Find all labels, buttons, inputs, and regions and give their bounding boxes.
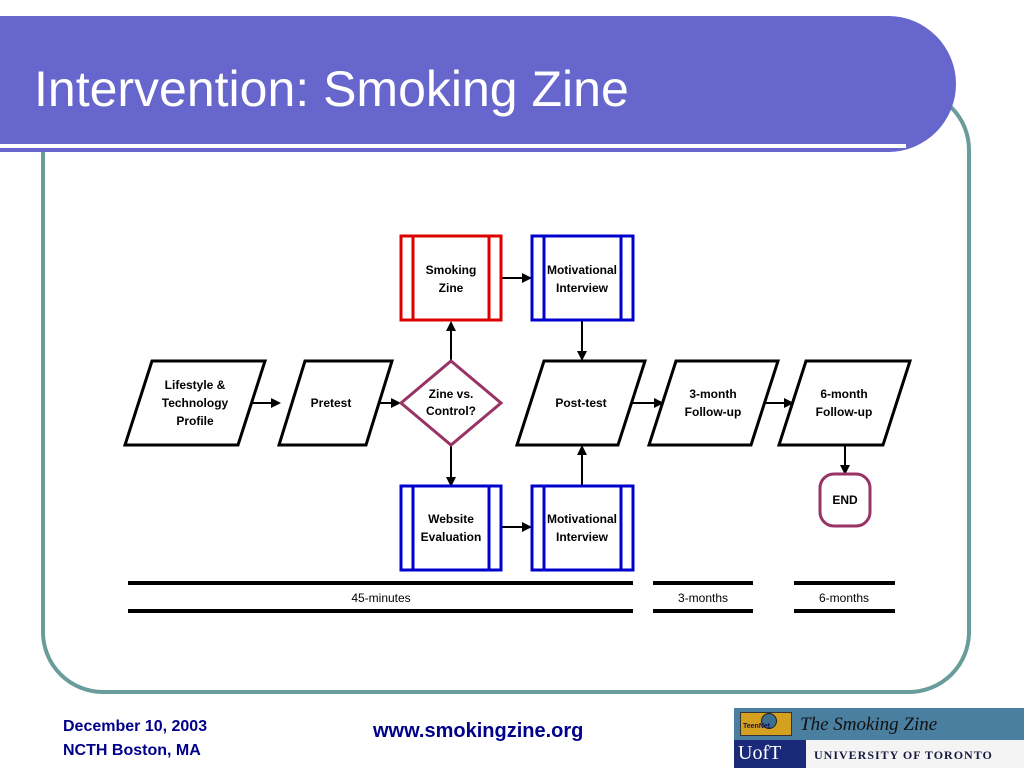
node-decision-line-1: Zine vs. [429, 387, 474, 401]
timeline-label-6-months: 6-months [819, 591, 869, 605]
node-lifestyle-line-3: Profile [176, 414, 214, 428]
node-zine-vs-control-decision: Zine vs. Control? [398, 359, 504, 447]
node-6-month-line-1: 6-month [820, 387, 867, 401]
node-website-line-1: Website [428, 512, 474, 526]
logo-top-band: TeenNet The Smoking Zine [734, 708, 1024, 740]
node-website-evaluation: Website Evaluation [399, 484, 503, 572]
node-pretest: Pretest [276, 359, 395, 447]
node-3-month-line-1: 3-month [689, 387, 736, 401]
logo-bottom-band: UofT UNIVERSITY OF TORONTO [734, 740, 1024, 768]
timeline-label-3-months: 3-months [678, 591, 728, 605]
teennet-badge: TeenNet [740, 712, 792, 736]
uoft-mark: UofT [738, 742, 782, 764]
smoking-zine-uoft-logo: TeenNet The Smoking Zine UofT UNIVERSITY… [734, 708, 1024, 768]
uoft-crest-icon: UofT [734, 740, 806, 768]
timeline: 45-minutes 3-months 6-months [128, 581, 895, 613]
node-website-line-2: Evaluation [421, 530, 482, 544]
node-lifestyle-line-2: Technology [162, 396, 229, 410]
node-3-month-followup: 3-month Follow-up [646, 359, 781, 447]
node-lifestyle-line-1: Lifestyle & [165, 378, 226, 392]
node-motivational-interview-bottom: Motivational Interview [530, 484, 635, 572]
node-motivational-bottom-line-2: Interview [556, 530, 609, 544]
footer-date: December 10, 2003 [63, 718, 208, 735]
node-smoking-zine: Smoking Zine [399, 234, 503, 322]
footer-location: NCTH Boston, MA [63, 742, 201, 759]
node-lifestyle-profile: Lifestyle & Technology Profile [122, 359, 268, 447]
connectors [245, 273, 850, 532]
node-end-label: END [832, 493, 858, 507]
node-6-month-line-2: Follow-up [816, 405, 873, 419]
node-motivational-top-line-1: Motivational [547, 263, 617, 277]
node-motivational-bottom-line-1: Motivational [547, 512, 617, 526]
title-bar: Intervention: Smoking Zine [0, 16, 956, 152]
node-motivational-top-line-2: Interview [556, 281, 609, 295]
timeline-label-45-minutes: 45-minutes [351, 591, 410, 605]
node-decision-line-2: Control? [426, 404, 476, 418]
node-pretest-label: Pretest [311, 396, 352, 410]
node-3-month-line-2: Follow-up [685, 405, 742, 419]
globe-icon [761, 713, 777, 729]
teennet-label: TeenNet [743, 723, 771, 730]
title-underline [0, 144, 906, 148]
footer-website-link[interactable]: www.smokingzine.org [373, 720, 584, 742]
node-smoking-zine-line-2: Zine [439, 281, 464, 295]
node-motivational-interview-top: Motivational Interview [530, 234, 635, 322]
node-posttest: Post-test [514, 359, 648, 447]
node-6-month-followup: 6-month Follow-up [776, 359, 913, 447]
slide-title: Intervention: Smoking Zine [34, 61, 629, 117]
smoking-zine-brand: The Smoking Zine [800, 714, 938, 735]
university-name: UNIVERSITY OF TORONTO [814, 748, 993, 762]
node-posttest-label: Post-test [555, 396, 606, 410]
node-end: END [818, 472, 872, 528]
node-smoking-zine-line-1: Smoking [426, 263, 477, 277]
